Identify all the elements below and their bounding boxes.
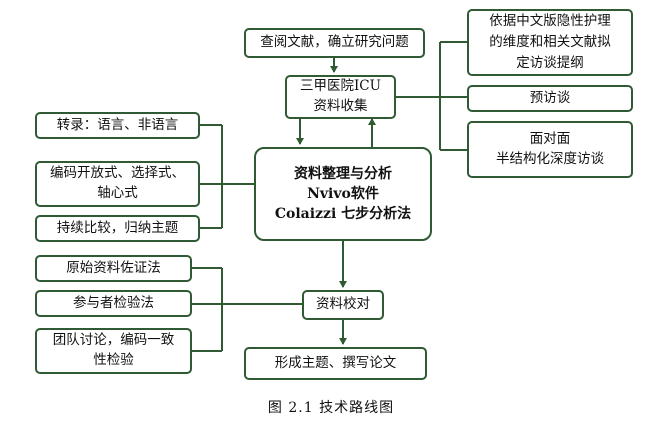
- coding-box: 编码开放式、选择式、 轴心式: [35, 161, 200, 207]
- transcription-box: 转录：语言、非语言: [35, 112, 200, 139]
- data-analysis-text: 资料整理与分析 Nvivo软件 Colaizzi 七步分析法: [274, 165, 412, 223]
- team-discussion-text: 团队讨论，编码一致 性检验: [52, 332, 175, 368]
- write-up-text: 形成主题、撰写论文: [274, 354, 397, 371]
- team-discussion-box: 团队讨论，编码一致 性检验: [35, 328, 192, 374]
- write-up-box: 形成主题、撰写论文: [244, 347, 427, 380]
- data-analysis-box: 资料整理与分析 Nvivo软件 Colaizzi 七步分析法: [254, 147, 432, 241]
- semi-structured-interview-text: 面对面 半结构化深度访谈: [496, 130, 604, 167]
- pre-interview-text: 预访谈: [529, 89, 571, 106]
- semi-structured-interview-box: 面对面 半结构化深度访谈: [467, 121, 633, 178]
- constant-comparison-text: 持续比较，归纳主题: [56, 219, 179, 236]
- data-collection-box: 三甲医院ICU 资料收集: [285, 75, 396, 119]
- proofreading-box: 资料校对: [302, 290, 384, 320]
- original-data-text: 原始资料佐证法: [66, 259, 161, 276]
- proofreading-text: 资料校对: [316, 296, 370, 313]
- coding-text: 编码开放式、选择式、 轴心式: [50, 165, 185, 201]
- transcription-text: 转录：语言、非语言: [56, 116, 179, 133]
- interview-outline-box: 依据中文版隐性护理 的维度和相关文献拟 定访谈提纲: [467, 9, 633, 76]
- literature-review-text: 查阅文献，确立研究问题: [260, 34, 409, 51]
- data-collection-text: 三甲医院ICU 资料收集: [299, 78, 382, 114]
- constant-comparison-box: 持续比较，归纳主题: [35, 215, 200, 242]
- original-data-box: 原始资料佐证法: [35, 255, 192, 282]
- literature-review-box: 查阅文献，确立研究问题: [244, 28, 425, 58]
- figure-caption: 图 2.1 技术路线图: [267, 400, 395, 416]
- interview-outline-text: 依据中文版隐性护理 的维度和相关文献拟 定访谈提纲: [489, 13, 611, 71]
- participant-check-box: 参与者检验法: [35, 290, 192, 317]
- pre-interview-box: 预访谈: [467, 85, 633, 112]
- participant-check-text: 参与者检验法: [73, 294, 154, 311]
